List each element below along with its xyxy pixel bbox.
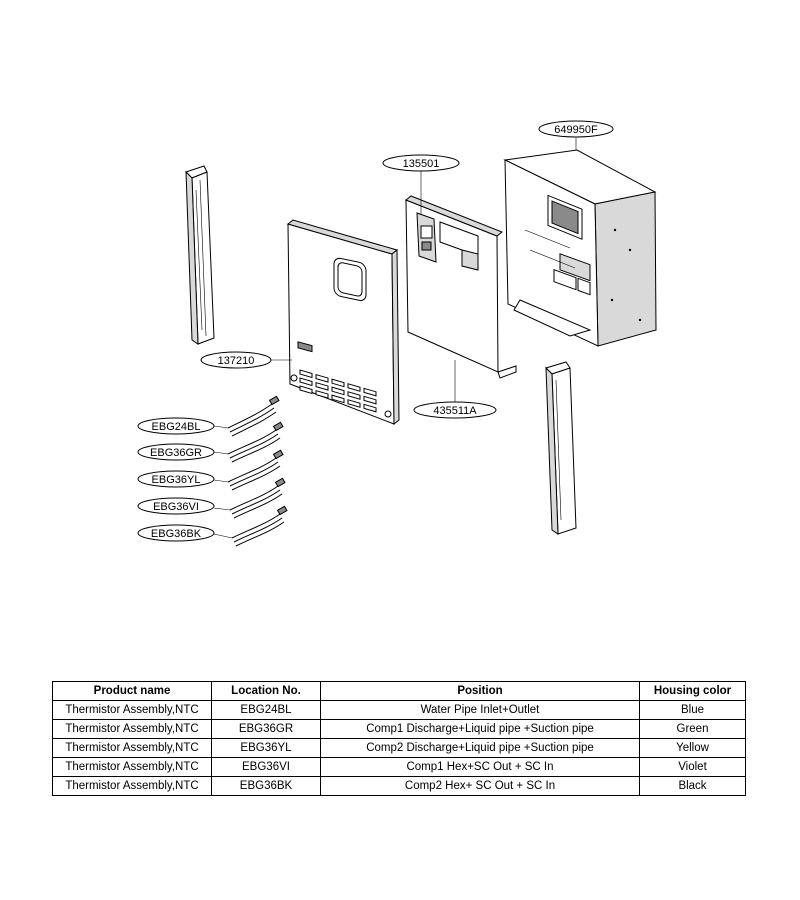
header-position: Position [320, 681, 640, 701]
cell-location-no: EBG24BL [211, 700, 321, 720]
cell-location-no: EBG36VI [211, 757, 321, 777]
svg-text:EBG36VI: EBG36VI [153, 501, 199, 513]
leader-lines [213, 136, 577, 539]
svg-text:EBG24BL: EBG24BL [152, 421, 201, 433]
callout-EBG36BK: EBG36BK [137, 524, 215, 542]
thermistor-wire-ebg36vi [229, 477, 286, 519]
svg-text:EBG36YL: EBG36YL [152, 474, 201, 486]
table-row: Thermistor Assembly,NTC EBG36VI Comp1 He… [52, 757, 746, 777]
cell-position: Comp2 Hex+ SC Out + SC In [320, 776, 640, 796]
inner-control-panel [405, 195, 517, 379]
header-housing-color: Housing color [639, 681, 746, 701]
cell-position: Water Pipe Inlet+Outlet [320, 700, 640, 720]
callout-435511A: 435511A [413, 401, 497, 419]
svg-text:EBG36BK: EBG36BK [151, 528, 202, 540]
right-side-bar [545, 361, 577, 535]
callout-135501: 135501 [382, 154, 460, 172]
cell-housing-color: Violet [639, 757, 746, 777]
cell-product-name: Thermistor Assembly,NTC [52, 719, 212, 739]
cell-housing-color: Green [639, 719, 746, 739]
svg-text:435511A: 435511A [433, 405, 477, 417]
cell-location-no: EBG36GR [211, 719, 321, 739]
cell-position: Comp1 Hex+SC Out + SC In [320, 757, 640, 777]
cell-location-no: EBG36BK [211, 776, 321, 796]
cell-position: Comp2 Discharge+Liquid pipe +Suction pip… [320, 738, 640, 758]
table-row: Thermistor Assembly,NTC EBG36YL Comp2 Di… [52, 738, 746, 758]
cell-product-name: Thermistor Assembly,NTC [52, 776, 212, 796]
cell-position: Comp1 Discharge+Liquid pipe +Suction pip… [320, 719, 640, 739]
callout-EBG24BL: EBG24BL [137, 417, 215, 435]
front-door-panel [286, 219, 400, 426]
svg-text:EBG36GR: EBG36GR [150, 447, 202, 459]
cell-product-name: Thermistor Assembly,NTC [52, 738, 212, 758]
thermistor-wire-ebg24bl [227, 395, 280, 437]
callout-649950F: 649950F [538, 120, 614, 138]
svg-text:137210: 137210 [218, 355, 255, 367]
cell-product-name: Thermistor Assembly,NTC [52, 757, 212, 777]
left-side-bar [185, 165, 215, 345]
header-location-no: Location No. [211, 681, 321, 701]
table-row: Thermistor Assembly,NTC EBG36BK Comp2 He… [52, 776, 746, 796]
main-cabinet-box [503, 149, 657, 347]
table-row: Thermistor Assembly,NTC EBG36GR Comp1 Di… [52, 719, 746, 739]
svg-text:649950F: 649950F [554, 124, 598, 136]
thermistor-wire-ebg36bk [231, 505, 288, 547]
callout-EBG36VI: EBG36VI [137, 497, 215, 515]
thermistor-parts-table: Product name Location No. Position Housi… [52, 681, 746, 796]
callout-EBG36YL: EBG36YL [137, 470, 215, 488]
cell-housing-color: Blue [639, 700, 746, 720]
callout-EBG36GR: EBG36GR [137, 443, 215, 461]
table-header-row: Product name Location No. Position Housi… [52, 681, 746, 701]
cell-product-name: Thermistor Assembly,NTC [52, 700, 212, 720]
cell-housing-color: Black [639, 776, 746, 796]
cell-housing-color: Yellow [639, 738, 746, 758]
header-product-name: Product name [52, 681, 212, 701]
table-row: Thermistor Assembly,NTC EBG24BL Water Pi… [52, 700, 746, 720]
thermistor-wire-ebg36gr [227, 421, 284, 463]
callout-137210: 137210 [200, 351, 272, 369]
thermistor-wire-ebg36yl [227, 449, 284, 491]
svg-text:135501: 135501 [403, 158, 440, 170]
cell-location-no: EBG36YL [211, 738, 321, 758]
